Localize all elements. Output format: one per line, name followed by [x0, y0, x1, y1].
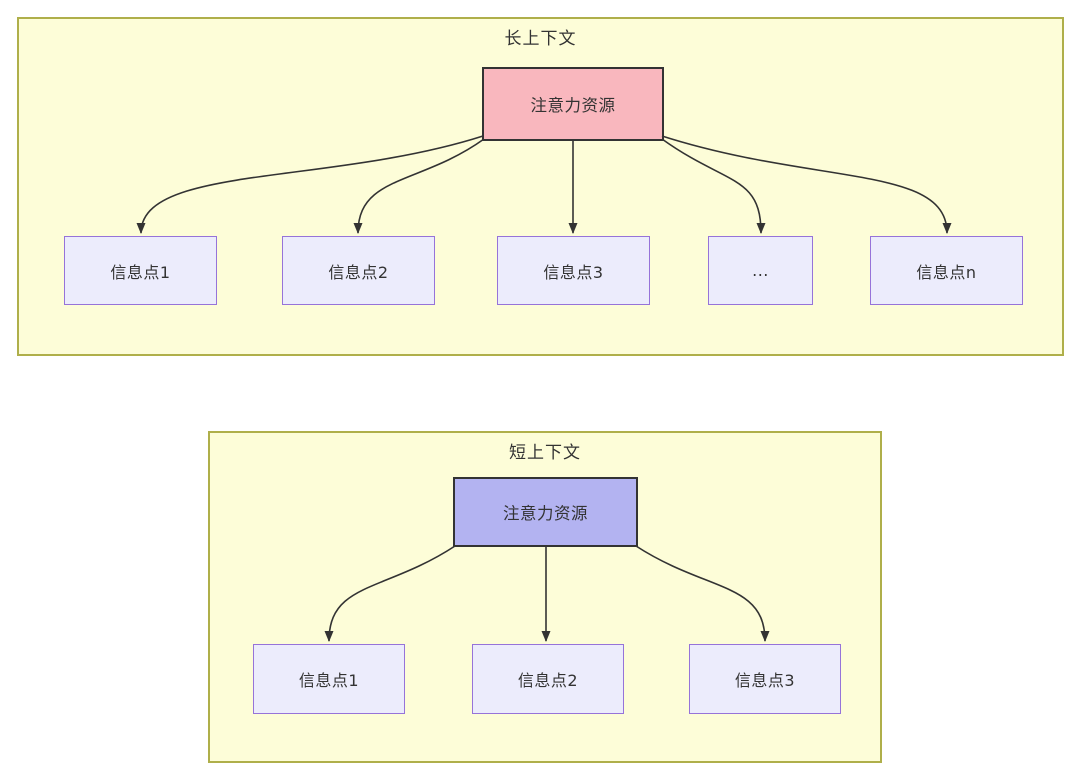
- short-attention-node: 注意力资源: [453, 477, 638, 547]
- long-info-label-3: 信息点3: [543, 262, 604, 282]
- short-info-node-2: 信息点2: [472, 644, 624, 714]
- long-info-label-ellipsis: ...: [752, 261, 769, 280]
- long-info-node-3: 信息点3: [497, 236, 650, 305]
- short-info-node-1: 信息点1: [253, 644, 405, 714]
- long-attention-node: 注意力资源: [482, 67, 664, 141]
- short-attention-label: 注意力资源: [503, 504, 588, 523]
- short-info-node-3: 信息点3: [689, 644, 841, 714]
- short-info-label-3: 信息点3: [734, 671, 796, 690]
- short-info-label-1: 信息点1: [298, 671, 360, 690]
- long-info-label-2: 信息点2: [328, 262, 389, 282]
- short-info-label-2: 信息点2: [517, 671, 579, 690]
- long-context-title: 长上下文: [504, 29, 577, 49]
- long-info-node-ellipsis: ...: [708, 236, 813, 305]
- long-attention-label: 注意力资源: [530, 96, 616, 115]
- long-info-label-n: 信息点n: [916, 262, 977, 282]
- long-info-node-1: 信息点1: [64, 236, 217, 305]
- long-info-node-2: 信息点2: [282, 236, 435, 305]
- short-context-title: 短上下文: [509, 443, 581, 463]
- long-info-node-n: 信息点n: [870, 236, 1023, 305]
- long-info-label-1: 信息点1: [110, 262, 171, 282]
